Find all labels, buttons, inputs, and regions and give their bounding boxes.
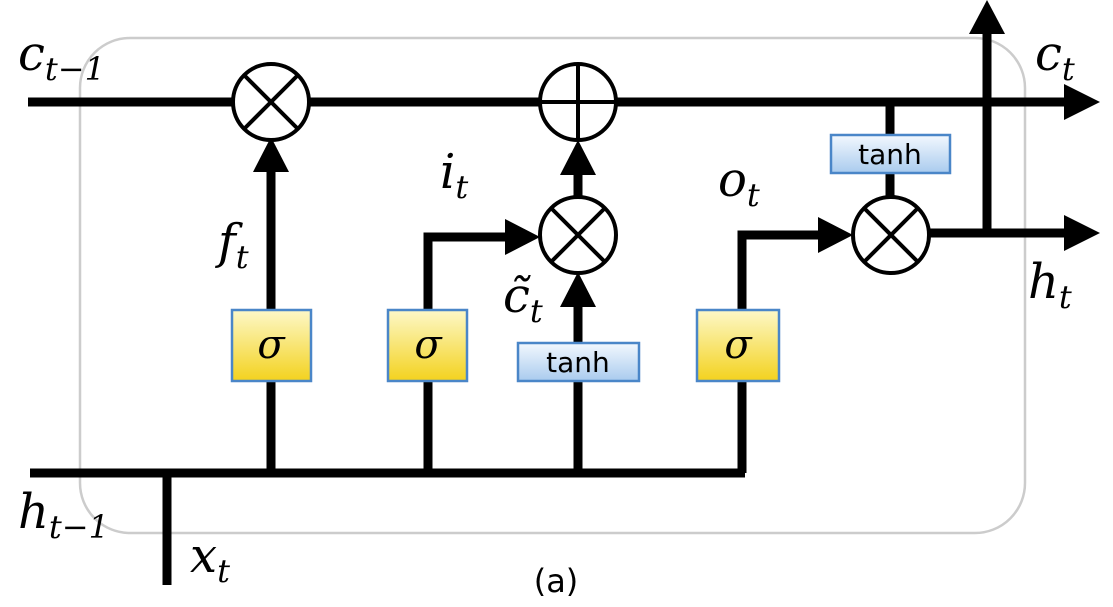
figure-caption: (a)	[534, 562, 579, 600]
hidden-output-arrowhead	[1064, 215, 1100, 251]
label-c-tilde: c̃t	[503, 268, 543, 330]
forget-multiply-operator	[231, 62, 311, 142]
output-gate-path-arrowhead	[818, 217, 853, 253]
label-c-prev: ct−1	[18, 26, 105, 88]
forget-path-arrowhead	[253, 137, 289, 172]
label-c-t: ct	[1035, 26, 1075, 88]
input-multiply-operator	[538, 195, 618, 275]
input-sigma-gate: σ	[386, 308, 469, 383]
forget-sigma-gate: σ	[230, 308, 313, 383]
hidden-up-arrowhead	[969, 0, 1005, 34]
cell-state-arrowhead	[1064, 84, 1100, 120]
candidate-path-arrowhead	[560, 272, 596, 307]
label-h-t: ht	[1028, 254, 1072, 316]
output-sigma-label: σ	[724, 322, 753, 368]
label-f-t: ft	[215, 214, 249, 276]
cell-boundary	[78, 36, 1027, 535]
label-o-t: ot	[718, 152, 760, 214]
cell-tanh-gate: tanh	[829, 133, 952, 175]
output-multiply-operator	[851, 195, 931, 275]
candidate-tanh-gate: tanh	[516, 341, 641, 383]
add-operator	[538, 62, 618, 142]
output-sigma-gate: σ	[695, 308, 781, 383]
candidate-to-add-arrowhead	[560, 140, 596, 175]
output-gate-path-line	[737, 230, 822, 473]
candidate-tanh-label: tanh	[546, 346, 610, 379]
forget-sigma-label: σ	[257, 322, 286, 368]
label-x-t: xt	[190, 528, 230, 590]
label-h-prev: ht−1	[18, 484, 109, 546]
label-i-t: it	[440, 144, 468, 206]
input-gate-path-line	[423, 232, 508, 473]
input-gate-path-arrowhead	[505, 219, 540, 255]
cell-tanh-label: tanh	[858, 138, 922, 171]
input-sigma-label: σ	[414, 322, 443, 368]
